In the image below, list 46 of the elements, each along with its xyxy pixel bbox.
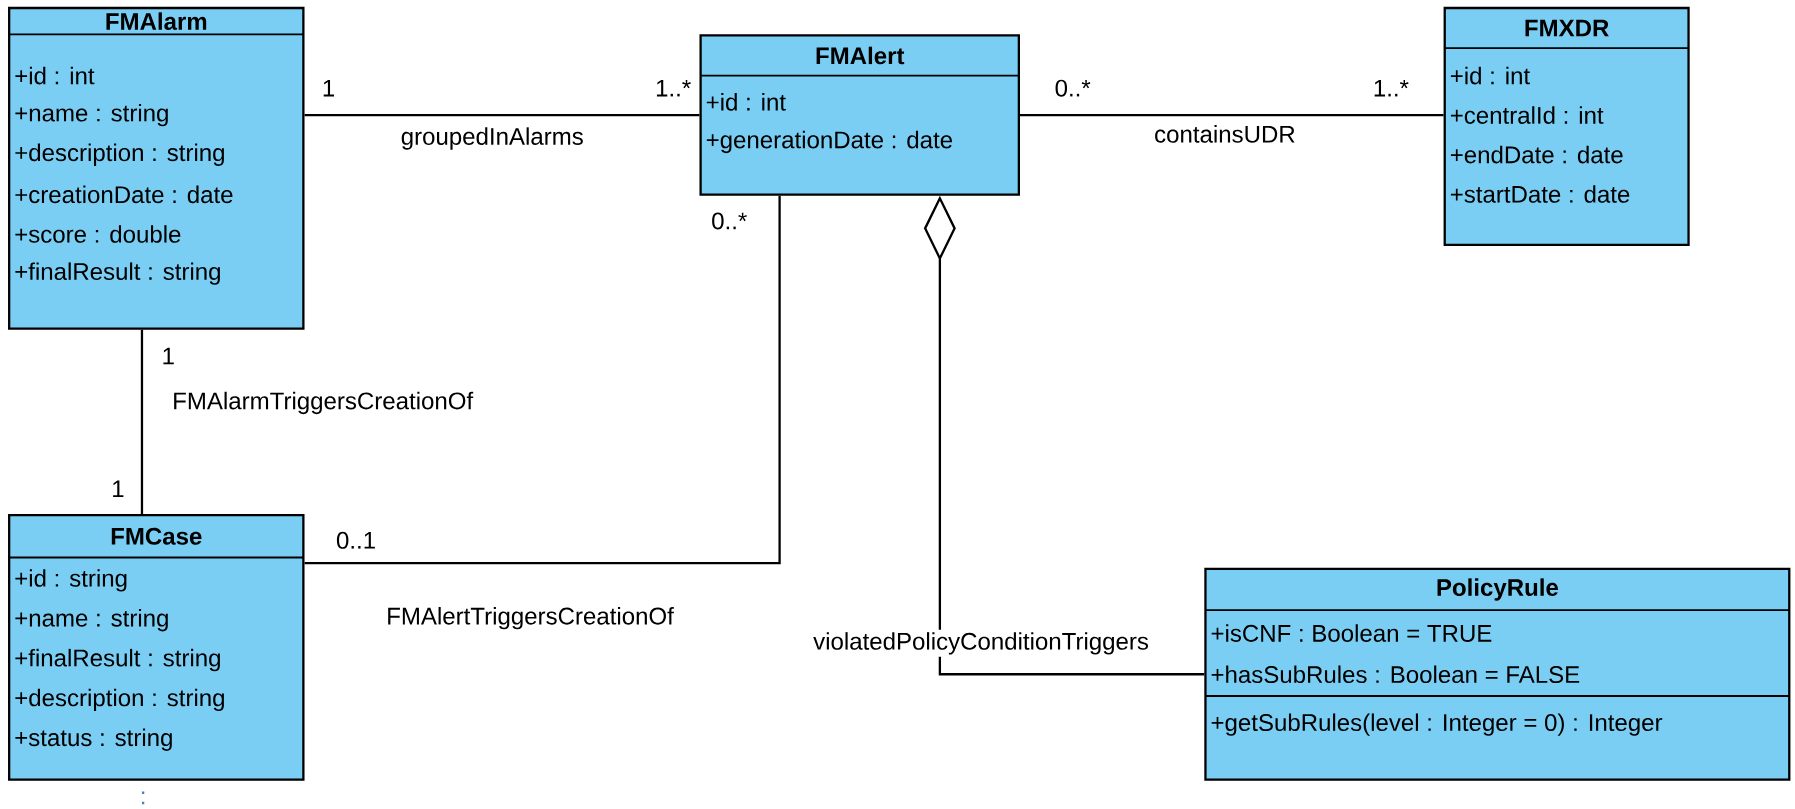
attribute-text: +finalResult : string: [15, 262, 220, 285]
attribute-text: +id : int: [1450, 66, 1530, 85]
attribute-text: +isCNF : Boolean = TRUE: [1211, 624, 1492, 642]
multiplicity-label: 1: [113, 480, 124, 497]
attribute-text: +finalResult : string: [15, 648, 220, 672]
attribute-text: +id : string: [15, 569, 127, 592]
class-box: [8, 6, 305, 330]
attribute-text: +status : string: [15, 728, 172, 751]
attribute-text: +creationDate : date: [15, 185, 233, 204]
association-line: [304, 113, 700, 116]
multiplicity-label: 1: [163, 347, 174, 365]
edge-label: groupedInAlarms: [398, 124, 587, 152]
association-line: [304, 195, 781, 565]
attribute-text: +description : string: [15, 143, 224, 166]
class-box: [1443, 6, 1690, 246]
attribute-text: +generationDate : date: [706, 130, 952, 153]
association-line: [140, 329, 144, 514]
edge-label: violatedPolicyConditionTriggers: [810, 629, 1152, 657]
attribute-text: +id : int: [15, 66, 95, 85]
class-box: [699, 34, 1020, 196]
multiplicity-label: 0..*: [1055, 79, 1091, 97]
multiplicity-label: 1..*: [1374, 79, 1409, 97]
edge-label: containsUDR: [1151, 122, 1298, 145]
class-name: FMAlert: [816, 46, 905, 65]
class-name: FMCase: [111, 527, 202, 545]
attribute-text: +score : double: [15, 225, 181, 243]
attribute-text: +endDate : date: [1450, 145, 1623, 164]
edge-label: FMAlertTriggersCreationOf: [383, 604, 677, 632]
association-line: [1020, 113, 1444, 116]
attribute-text: +centralId : int: [1450, 106, 1604, 124]
attribute-text: +description : string: [15, 688, 224, 711]
attribute-text: +name : string: [15, 103, 168, 127]
attribute-text: +startDate : date: [1450, 185, 1630, 203]
class-box: [1204, 567, 1791, 781]
class-box: [8, 513, 305, 781]
multiplicity-label: 1: [323, 79, 335, 97]
class-name: FMXDR: [1525, 19, 1609, 37]
class-name: PolicyRule: [1437, 578, 1558, 601]
multiplicity-label: 1..*: [656, 79, 691, 97]
edge-label: FMAlarmTriggersCreationOf: [169, 389, 476, 417]
attribute-text: +name : string: [15, 608, 168, 632]
class-name: FMAlarm: [106, 12, 207, 30]
operation-text: +getSubRules(level : Integer = 0) : Integer: [1211, 713, 1663, 736]
attribute-text: +id : int: [706, 92, 786, 111]
attribute-text: +hasSubRules : Boolean = FALSE: [1211, 665, 1580, 683]
multiplicity-label: 0..1: [336, 531, 375, 549]
